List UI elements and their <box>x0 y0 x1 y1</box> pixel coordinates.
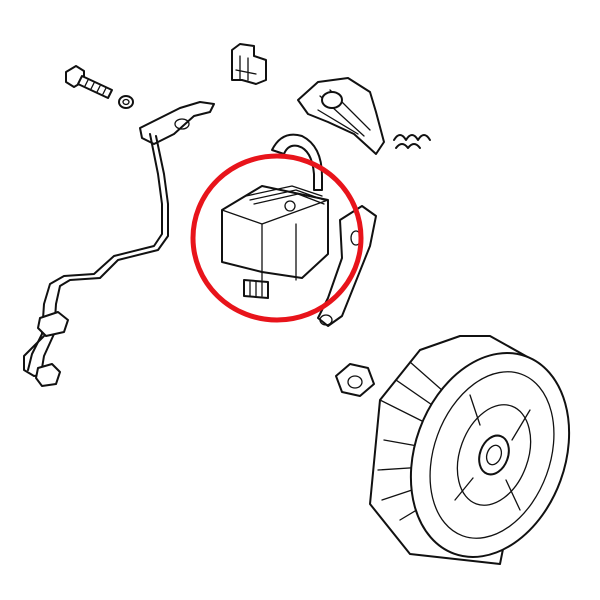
flywheel-nut <box>335 363 375 397</box>
spark-plug-cover <box>297 77 385 155</box>
highlight-circle <box>190 153 364 323</box>
spring <box>393 134 431 149</box>
ground-wire-harness <box>23 101 215 387</box>
flywheel <box>369 335 571 565</box>
wire-clip <box>231 43 267 85</box>
washer <box>118 95 134 109</box>
bolt <box>65 65 113 99</box>
